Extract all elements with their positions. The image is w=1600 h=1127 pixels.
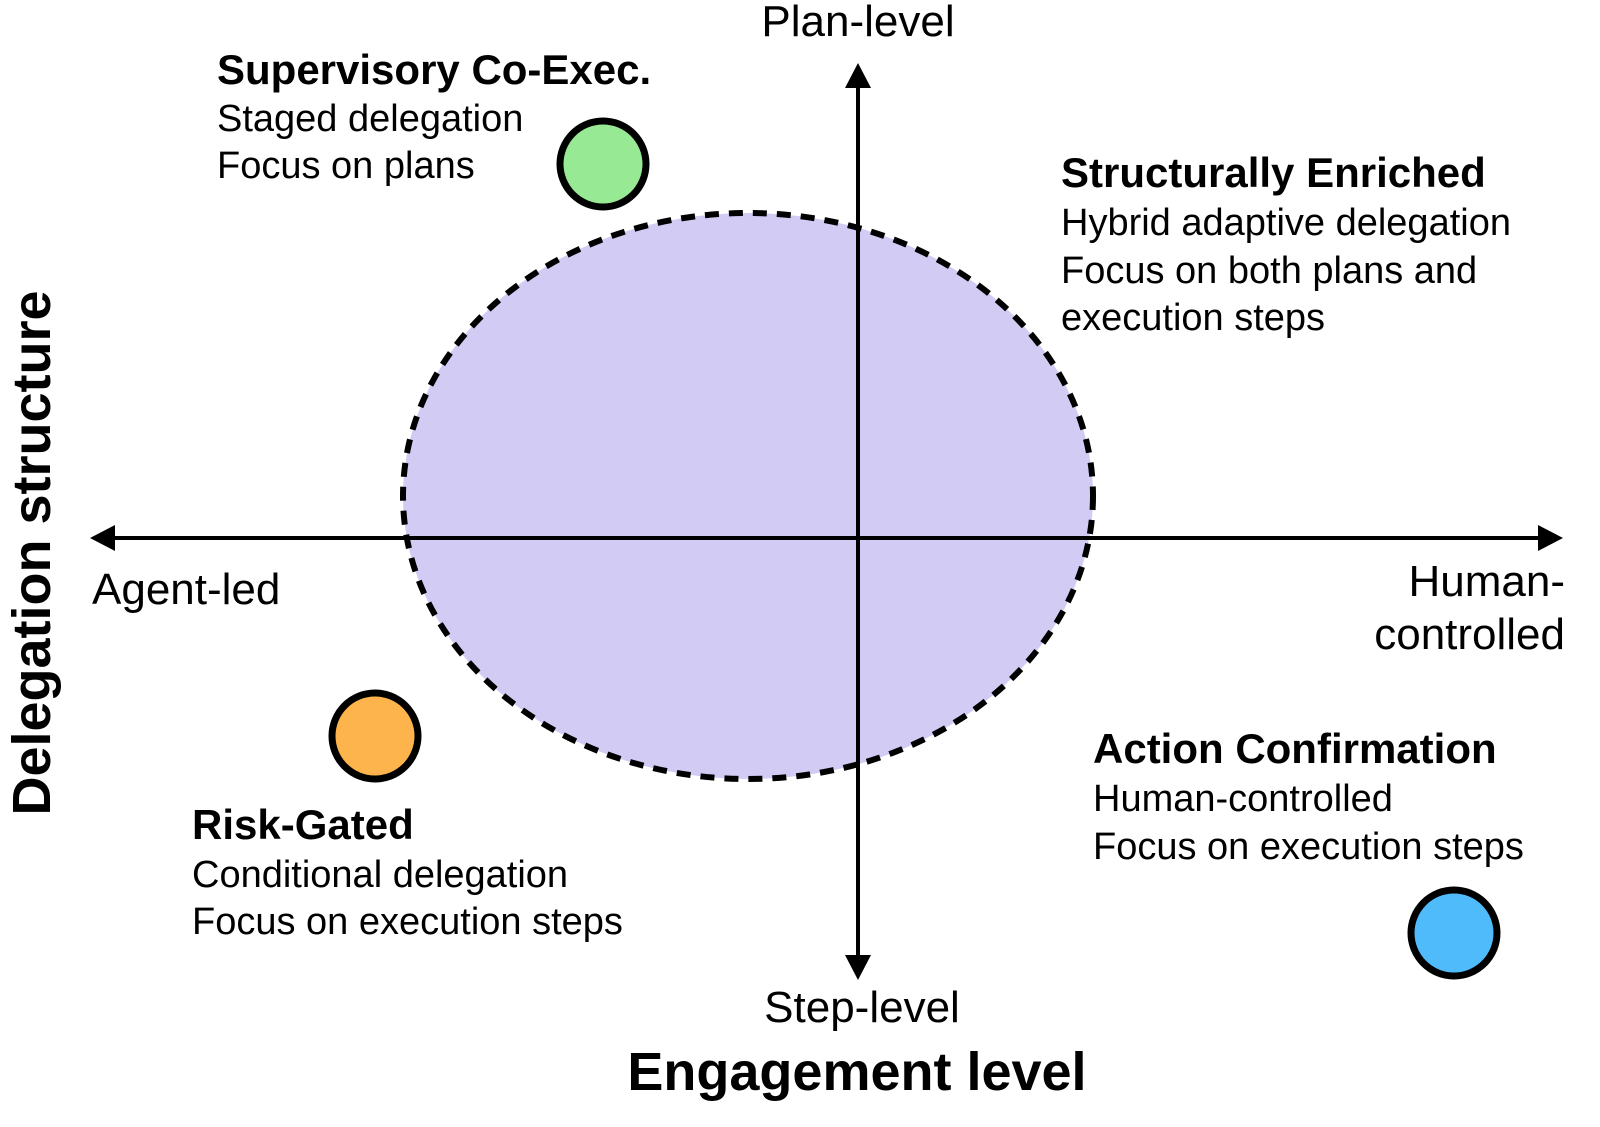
y-axis-up-arrow-icon <box>845 63 871 88</box>
structural-desc-line-1: Hybrid adaptive delegation <box>1061 202 1511 244</box>
action-confirmation-desc-line-1: Human-controlled <box>1093 778 1393 820</box>
y-axis-down-arrow-icon <box>845 955 871 980</box>
x-axis-title: Engagement level <box>627 1042 1086 1102</box>
structural-label-group: Structurally Enriched Hybrid adaptive de… <box>1061 149 1511 339</box>
risk-gated-label-group: Risk-Gated Conditional delegation Focus … <box>192 801 623 943</box>
structural-desc-line-3: execution steps <box>1061 297 1325 339</box>
x-axis-right-arrow-icon <box>1538 525 1563 551</box>
x-left-label: Agent-led <box>92 565 280 614</box>
action-confirmation-desc-line-2: Focus on execution steps <box>1093 826 1524 868</box>
structural-desc-line-2: Focus on both plans and <box>1061 250 1477 292</box>
risk-gated-title: Risk-Gated <box>192 801 414 848</box>
structural-title: Structurally Enriched <box>1061 149 1486 196</box>
action-confirmation-marker <box>1407 886 1501 980</box>
risk-gated-desc-line-1: Conditional delegation <box>192 854 568 896</box>
supervisory-desc-line-2: Focus on plans <box>217 145 475 187</box>
supervisory-marker <box>556 117 650 211</box>
y-bottom-label: Step-level <box>764 983 960 1032</box>
x-right-label-line-2: controlled <box>1374 610 1565 659</box>
action-confirmation-label-group: Action Confirmation Human-controlled Foc… <box>1093 725 1524 868</box>
x-axis-left-arrow-icon <box>90 525 115 551</box>
y-axis-title: Delegation structure <box>2 290 62 815</box>
y-top-label: Plan-level <box>761 0 954 46</box>
action-confirmation-title: Action Confirmation <box>1093 725 1497 772</box>
x-right-label-line-1: Human- <box>1409 557 1566 606</box>
structurally-enriched-region <box>400 210 1096 782</box>
supervisory-label-group: Supervisory Co-Exec. Staged delegation F… <box>217 46 651 187</box>
risk-gated-desc-line-2: Focus on execution steps <box>192 901 623 943</box>
supervisory-desc-line-1: Staged delegation <box>217 98 523 140</box>
risk-gated-marker <box>328 689 422 783</box>
supervisory-title: Supervisory Co-Exec. <box>217 46 651 93</box>
